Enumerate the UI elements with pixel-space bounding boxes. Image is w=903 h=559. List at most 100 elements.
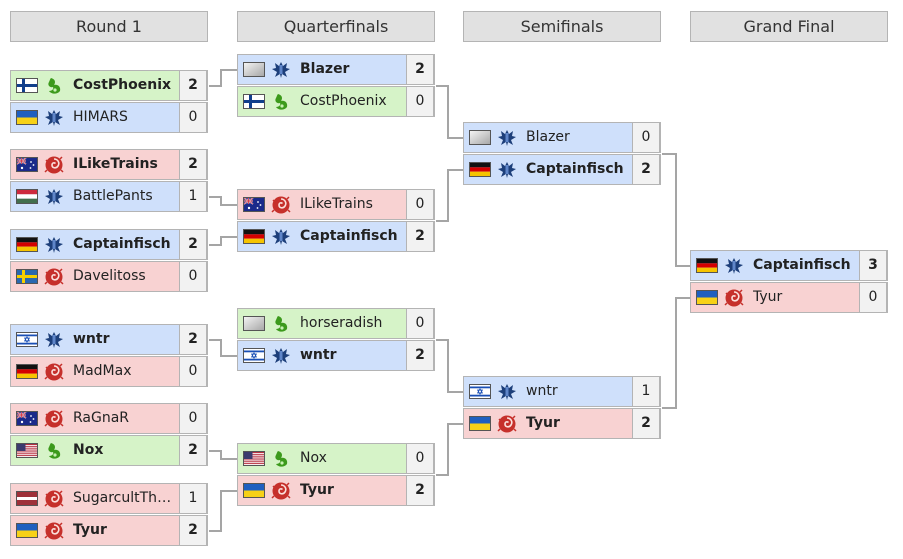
zerg-race-icon	[497, 414, 517, 434]
connector-line	[662, 153, 690, 267]
connector-line	[209, 450, 237, 460]
terran-race-icon	[724, 256, 744, 276]
player-name[interactable]: Captainfisch	[300, 228, 398, 244]
player-name[interactable]: Blazer	[300, 61, 350, 77]
player-slot[interactable]: ILikeTrains 2	[10, 149, 208, 180]
player-name[interactable]: Blazer	[526, 129, 570, 145]
player-name[interactable]: RaGnaR	[73, 410, 130, 426]
player-name[interactable]: Tyur	[526, 415, 560, 431]
de-flag-icon	[16, 364, 38, 379]
player-name[interactable]: Nox	[73, 442, 104, 458]
player-score: 1	[179, 181, 207, 212]
connector-line	[209, 236, 237, 246]
player-slot[interactable]: Captainfisch 3	[690, 250, 888, 281]
player-name[interactable]: Tyur	[73, 522, 107, 538]
player-name[interactable]: BattlePants	[73, 188, 153, 204]
terran-race-icon	[271, 346, 291, 366]
player-slot[interactable]: Tyur 2	[10, 515, 208, 546]
zerg-race-icon	[44, 521, 64, 541]
player-slot[interactable]: ILikeTrains 0	[237, 189, 435, 220]
player-score: 0	[179, 261, 207, 292]
player-name[interactable]: Captainfisch	[526, 161, 624, 177]
player-score: 0	[406, 443, 434, 474]
de-flag-icon	[243, 229, 265, 244]
player-name[interactable]: MadMax	[73, 363, 132, 379]
player-name[interactable]: Nox	[300, 450, 327, 466]
player-slot[interactable]: Nox 0	[237, 443, 435, 474]
player-name[interactable]: ILikeTrains	[300, 196, 373, 212]
unknown-flag-icon	[243, 62, 265, 77]
player-name[interactable]: wntr	[300, 347, 337, 363]
il-flag-icon	[469, 384, 491, 399]
player-score: 0	[179, 356, 207, 387]
connector-line	[436, 423, 463, 476]
player-name[interactable]: Captainfisch	[73, 236, 171, 252]
hu-flag-icon	[16, 189, 38, 204]
player-score: 3	[859, 250, 887, 281]
player-score: 2	[179, 515, 207, 546]
player-name[interactable]: Tyur	[300, 482, 334, 498]
player-name[interactable]: horseradish	[300, 315, 383, 331]
player-name[interactable]: ILikeTrains	[73, 156, 158, 172]
player-name[interactable]: Captainfisch	[753, 257, 851, 273]
zerg-race-icon	[44, 489, 64, 509]
player-name[interactable]: wntr	[526, 383, 558, 399]
player-slot[interactable]: MadMax 0	[10, 356, 208, 387]
au-flag-icon	[16, 157, 38, 172]
player-name[interactable]: wntr	[73, 331, 110, 347]
player-slot[interactable]: Blazer 0	[463, 122, 661, 153]
player-slot[interactable]: BattlePants 1	[10, 181, 208, 212]
player-name[interactable]: CostPhoenix	[300, 93, 387, 109]
player-slot[interactable]: Captainfisch 2	[463, 154, 661, 185]
connector-line	[436, 169, 463, 222]
player-score: 2	[632, 154, 660, 185]
player-score: 2	[179, 149, 207, 180]
zerg-race-icon	[44, 409, 64, 429]
terran-race-icon	[44, 187, 64, 207]
terran-race-icon	[271, 60, 291, 80]
player-score: 0	[406, 189, 434, 220]
player-name[interactable]: CostPhoenix	[73, 77, 172, 93]
round-header-semifinals: Semifinals	[463, 11, 661, 42]
us-flag-icon	[243, 451, 265, 466]
player-name[interactable]: Davelitoss	[73, 268, 146, 284]
player-slot[interactable]: SugarcultThe…1	[10, 483, 208, 514]
player-name[interactable]: SugarcultThe…	[73, 490, 177, 506]
zerg-race-icon	[44, 267, 64, 287]
connector-line	[209, 196, 237, 206]
ua-flag-icon	[16, 110, 38, 125]
player-slot[interactable]: Davelitoss 0	[10, 261, 208, 292]
player-name[interactable]: Tyur	[753, 289, 783, 305]
player-score: 0	[632, 122, 660, 153]
player-name[interactable]: HIMARS	[73, 109, 128, 125]
unknown-flag-icon	[469, 130, 491, 145]
